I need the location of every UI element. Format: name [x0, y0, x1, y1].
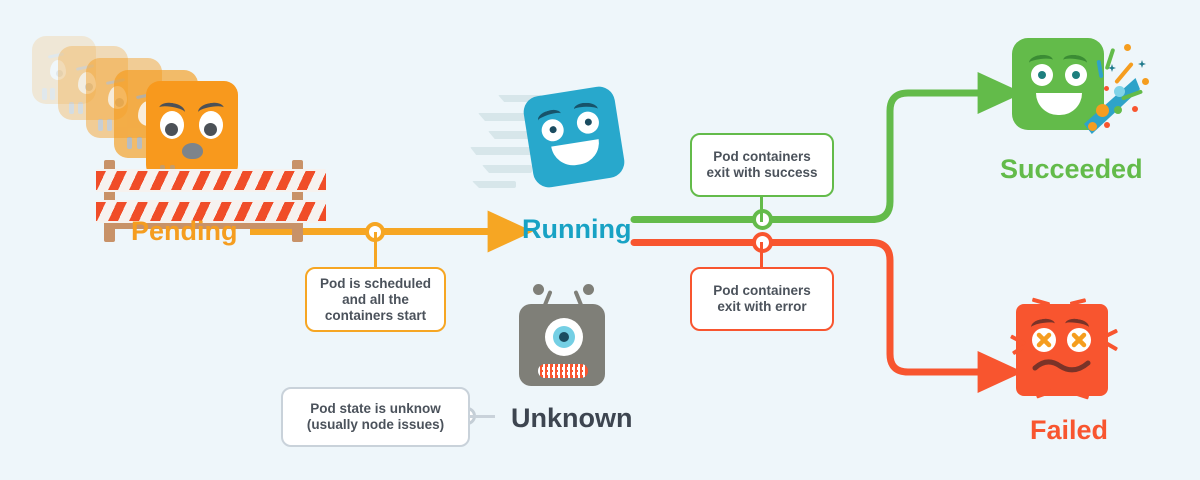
pending-pods-illustration — [18, 28, 326, 242]
callout-line: exit with success — [706, 165, 818, 180]
party-popper-icon — [1084, 78, 1140, 134]
state-label-failed: Failed — [1030, 415, 1109, 445]
wire-running-to-succeeded — [630, 72, 1024, 223]
callout-line: Pod containers — [713, 149, 811, 164]
succeeded-pod-illustration — [1012, 38, 1162, 148]
callout-line: exit with error — [717, 299, 807, 314]
callout-line: and all the — [342, 291, 409, 307]
running-pod-illustration — [470, 84, 645, 205]
pending-pod-card-front — [146, 81, 238, 179]
callout-line: (usually node issues) — [306, 417, 445, 432]
callout-stem-scheduled — [374, 232, 377, 268]
callout-stem-unknown — [469, 415, 495, 418]
state-label-succeeded: Succeeded — [1000, 154, 1143, 184]
x-eye-right-icon — [1071, 332, 1087, 348]
running-pod-body — [521, 84, 627, 190]
state-label-pending: Pending — [131, 216, 238, 246]
callout-pod-state-unknown: Pod state is unknow (usually node issues… — [281, 387, 470, 447]
unknown-monster-illustration — [505, 282, 625, 397]
barricade-icon — [96, 160, 326, 242]
pending-pod-card-1 — [32, 36, 96, 104]
wire-running-to-failed — [630, 239, 1024, 393]
callout-line: Pod containers — [713, 283, 811, 298]
wavy-mouth-icon — [1032, 359, 1091, 373]
callout-exit-with-success: Pod containers exit with success — [690, 133, 834, 197]
callout-line: Pod state is unknow — [310, 401, 441, 416]
callout-line: containers start — [324, 307, 427, 323]
x-eye-left-icon — [1036, 332, 1052, 348]
state-label-unknown: Unknown — [511, 403, 633, 433]
callout-pod-scheduled: Pod is scheduled and all the containers … — [305, 267, 446, 332]
callout-line: Pod is scheduled — [319, 275, 432, 291]
callout-exit-with-error: Pod containers exit with error — [690, 267, 834, 331]
failed-pod-illustration — [1009, 297, 1130, 410]
unknown-monster-mouth — [538, 364, 588, 378]
state-label-running: Running — [522, 214, 632, 244]
succeeded-pod-body — [1012, 38, 1104, 130]
failed-pod-body — [1016, 304, 1108, 396]
callout-stem-success — [760, 196, 763, 222]
callout-stem-error — [760, 242, 763, 269]
